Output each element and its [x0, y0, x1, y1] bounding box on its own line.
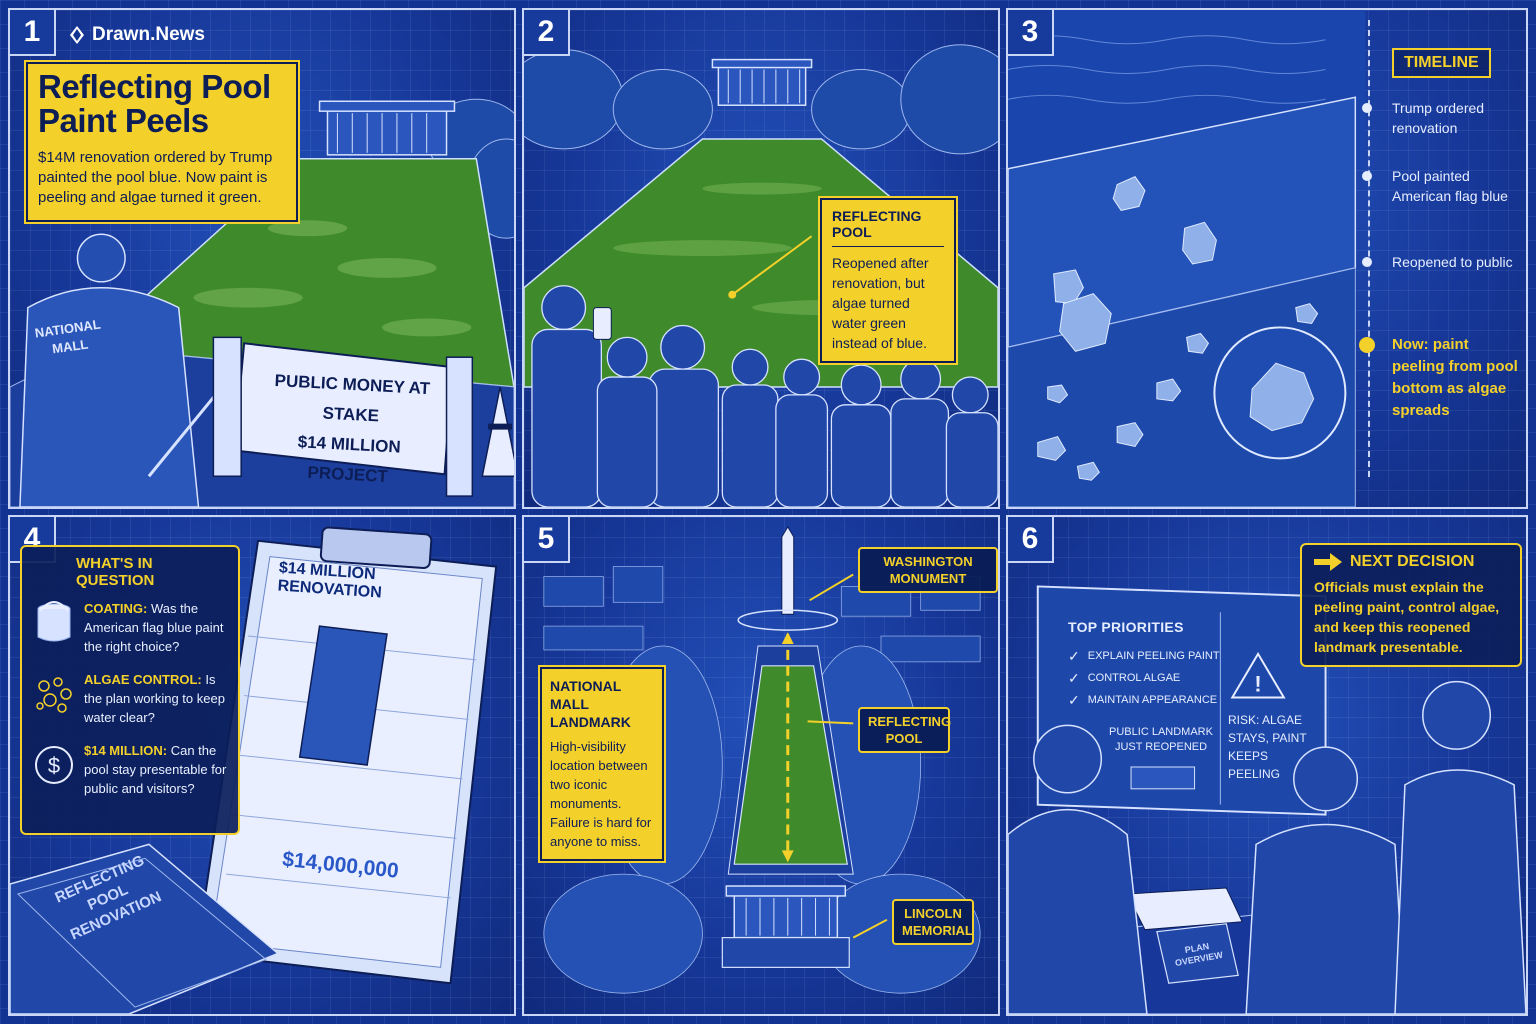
panel-4: 4 What's in question COATING: Was the Am… [8, 515, 516, 1016]
decision-title: Next Decision [1350, 553, 1475, 570]
timeline-item: Trump ordered renovation [1362, 98, 1522, 138]
headline-subtext: $14M renovation ordered by Trump painted… [38, 149, 273, 206]
panel-6: ! 6 Next Decision Officials must explain… [1006, 515, 1528, 1016]
timeline-dot-current-icon [1359, 337, 1375, 353]
screen-landmark-text: PUBLIC LANDMARK JUST REOPENED [1109, 726, 1213, 753]
washington-monument-label: WASHINGTON MONUMENT [858, 547, 998, 593]
question-text: Can the pool stay presentable for public… [84, 743, 227, 796]
national-mall-landmark-box: National Mall Landmark High-visibility l… [540, 667, 664, 861]
question-text: Is the plan working to keep water clear? [84, 672, 225, 725]
panel-6-illustration: ! [1008, 517, 1526, 1014]
panel-1: 1 Drawn.News Reflecting Pool Paint Peels… [8, 8, 516, 509]
reflecting-pool-callout: Reflecting Pool Reopened after renovatio… [820, 198, 956, 363]
question-item: COATING: Was the American flag blue pain… [32, 599, 228, 656]
timeline-title: TIMELINE [1392, 48, 1491, 78]
question-item: $ $14 MILLION: Can the pool stay present… [32, 741, 228, 798]
priorities-list: ✓ EXPLAIN PEELING PAINT ✓ CONTROL ALGAE ✓ M… [1068, 645, 1228, 711]
check-icon: ✓ [1068, 648, 1080, 664]
algae-icon [36, 677, 72, 713]
panel-4-illustration [10, 517, 514, 1014]
question-label: ALGAE CONTROL: [84, 672, 202, 687]
priority-text: MAINTAIN APPEARANCE [1087, 694, 1218, 706]
landmark-body: High-visibility location between two ico… [550, 739, 652, 849]
arrow-right-icon [1314, 553, 1342, 571]
brand-logo: Drawn.News [68, 24, 205, 46]
panel-number: 6 [1008, 517, 1054, 563]
panel-number: 5 [524, 517, 570, 563]
panel-2: 2 Reflecting Pool Reopened after renovat… [522, 8, 1000, 509]
svg-text:!: ! [1254, 672, 1261, 697]
callout-title: Reflecting Pool [832, 208, 944, 247]
priorities-title: TOP PRIORITIES [1068, 619, 1184, 635]
priority-text: CONTROL ALGAE [1087, 672, 1181, 684]
next-decision-box: Next Decision Officials must explain the… [1300, 543, 1522, 667]
panel-number: 2 [524, 10, 570, 56]
timeline-line [1368, 20, 1370, 477]
timeline-item-current: Now: paint peeling from pool bottom as a… [1359, 334, 1522, 422]
timeline-dot-icon [1362, 257, 1372, 267]
panel-3-illustration [1008, 10, 1526, 507]
headline-box: Reflecting Pool Paint Peels $14M renovat… [26, 62, 298, 222]
timeline-dot-icon [1362, 171, 1372, 181]
risk-text: RISK: ALGAE STAYS, PAINT KEEPS PEELING [1228, 713, 1307, 781]
timeline: TIMELINE Trump ordered renovation Pool p… [1358, 10, 1526, 507]
question-text: Was the American flag blue paint the rig… [84, 601, 224, 654]
brand-name: Drawn.News [92, 24, 205, 45]
decision-title-row: Next Decision [1314, 553, 1508, 571]
question-box-title: What's in question [76, 555, 155, 589]
reflecting-pool-label: REFLECTING POOL [858, 707, 951, 753]
barrier-sign: PUBLIC MONEY AT STAKE $14 MILLION PROJEC… [257, 365, 443, 494]
dollar-icon: $ [35, 746, 73, 784]
sign-line-2: $14 MILLION PROJECT [297, 432, 402, 487]
timeline-dot-icon [1362, 103, 1372, 113]
timeline-item: Reopened to public [1362, 252, 1522, 272]
timeline-item: Pool painted American flag blue [1362, 166, 1522, 206]
priority-item: ✓ MAINTAIN APPEARANCE [1068, 689, 1228, 711]
callout-body: Reopened after renovation, but algae tur… [832, 255, 929, 351]
panel-5: 5 WASHINGTON MONUMENT REFLECTING POOL LI… [522, 515, 1000, 1016]
headline: Reflecting Pool Paint Peels [38, 68, 271, 139]
panel-number: 3 [1008, 10, 1054, 56]
sign-line-1: PUBLIC MONEY AT STAKE [274, 371, 431, 426]
diamond-logo-icon [70, 26, 84, 44]
timeline-item-text: Reopened to public [1392, 254, 1513, 270]
timeline-item-text: Pool painted American flag blue [1392, 168, 1508, 204]
landmark-title: National Mall Landmark [550, 678, 631, 730]
svg-text:$: $ [48, 753, 60, 778]
question-label: COATING: [84, 601, 148, 616]
panel-number: 1 [10, 10, 56, 56]
paint-can-icon [37, 601, 71, 642]
lincoln-memorial-label: LINCOLN MEMORIAL [892, 899, 974, 945]
priority-item: ✓ CONTROL ALGAE [1068, 667, 1228, 689]
decision-body: Officials must explain the peeling paint… [1314, 579, 1500, 655]
check-icon: ✓ [1068, 692, 1080, 708]
check-icon: ✓ [1068, 670, 1080, 686]
question-label: $14 MILLION: [84, 743, 168, 758]
priority-item: ✓ EXPLAIN PEELING PAINT [1068, 645, 1228, 667]
question-item: ALGAE CONTROL: Is the plan working to ke… [32, 670, 228, 727]
timeline-item-text: Now: paint peeling from pool bottom as a… [1392, 336, 1518, 419]
panel-1-illustration [10, 10, 514, 507]
priority-text: EXPLAIN PEELING PAINT [1087, 650, 1220, 662]
whats-in-question-box: What's in question COATING: Was the Amer… [20, 545, 240, 835]
panel-3: 3 TIMELINE Trump ordered renovation Pool… [1006, 8, 1528, 509]
timeline-item-text: Trump ordered renovation [1392, 100, 1485, 136]
